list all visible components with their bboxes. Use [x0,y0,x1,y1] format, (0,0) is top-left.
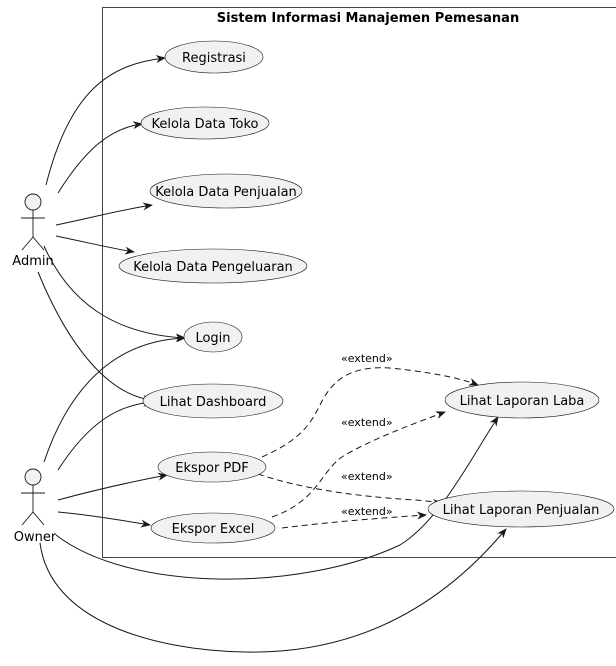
extend-pdf-laba [261,367,479,458]
actor-owner: Owner [14,468,57,545]
assoc-admin-registrasi [45,55,166,186]
usecase-registrasi: Registrasi [164,40,264,74]
assoc-owner-laporan-laba [55,416,499,580]
assoc-owner-ekspor-excel [57,511,151,528]
assoc-owner-dashboard [57,398,153,471]
usecase-login-label: Login [195,331,230,346]
usecase-ekspor-pdf: Ekspor PDF [157,451,267,483]
usecase-registrasi-label: Registrasi [182,51,246,66]
usecase-kelola-data-pengeluaran-label: Kelola Data Pengeluaran [133,260,293,275]
usecase-lihat-dashboard: Lihat Dashboard [142,383,284,419]
actor-admin-label: Admin [12,254,53,269]
actor-owner-head [24,468,42,486]
usecase-kelola-data-toko-label: Kelola Data Toko [151,117,258,132]
assoc-owner-login [43,334,186,463]
assoc-admin-login [43,245,186,342]
assoc-admin-dashboard [37,271,153,403]
extend-label-excel-laba: «extend» [341,416,393,429]
usecase-ekspor-excel: Ekspor Excel [150,512,276,544]
usecase-lihat-laporan-laba: Lihat Laporan Laba [444,381,600,419]
system-title: Sistem Informasi Manajemen Pemesanan [217,11,519,26]
extend-label-excel-penjualan: «extend» [341,505,393,518]
usecase-ekspor-excel-label: Ekspor Excel [172,522,255,537]
assoc-admin-kelola-penjualan [55,202,153,226]
assoc-admin-kelola-pengeluaran [55,235,135,255]
actor-admin: Admin [12,193,54,269]
actor-owner-label: Owner [14,530,57,545]
usecase-lihat-laporan-penjualan: Lihat Laporan Penjualan [427,490,615,528]
extend-label-pdf-penjualan: «extend» [341,470,393,483]
usecase-lihat-laporan-laba-label: Lihat Laporan Laba [460,394,585,409]
system-boundary [102,7,616,558]
usecase-login: Login [183,321,243,353]
assoc-owner-laporan-penjualan [39,528,507,653]
assoc-owner-ekspor-pdf [57,472,168,501]
extend-excel-penjualan [281,511,427,529]
usecase-lihat-dashboard-label: Lihat Dashboard [160,395,267,410]
extend-label-pdf-laba: «extend» [341,352,393,365]
usecase-lihat-laporan-penjualan-label: Lihat Laporan Penjualan [443,503,600,518]
assoc-admin-kelola-toko [57,121,143,194]
usecase-ekspor-pdf-label: Ekspor PDF [175,461,249,476]
extend-excel-laba [271,411,446,518]
usecase-kelola-data-penjualan: Kelola Data Penjualan [149,173,303,209]
usecase-kelola-data-pengeluaran: Kelola Data Pengeluaran [118,248,308,284]
actor-admin-head [24,193,42,211]
usecase-kelola-data-penjualan-label: Kelola Data Penjualan [155,185,297,200]
usecase-kelola-data-toko: Kelola Data Toko [140,106,270,140]
